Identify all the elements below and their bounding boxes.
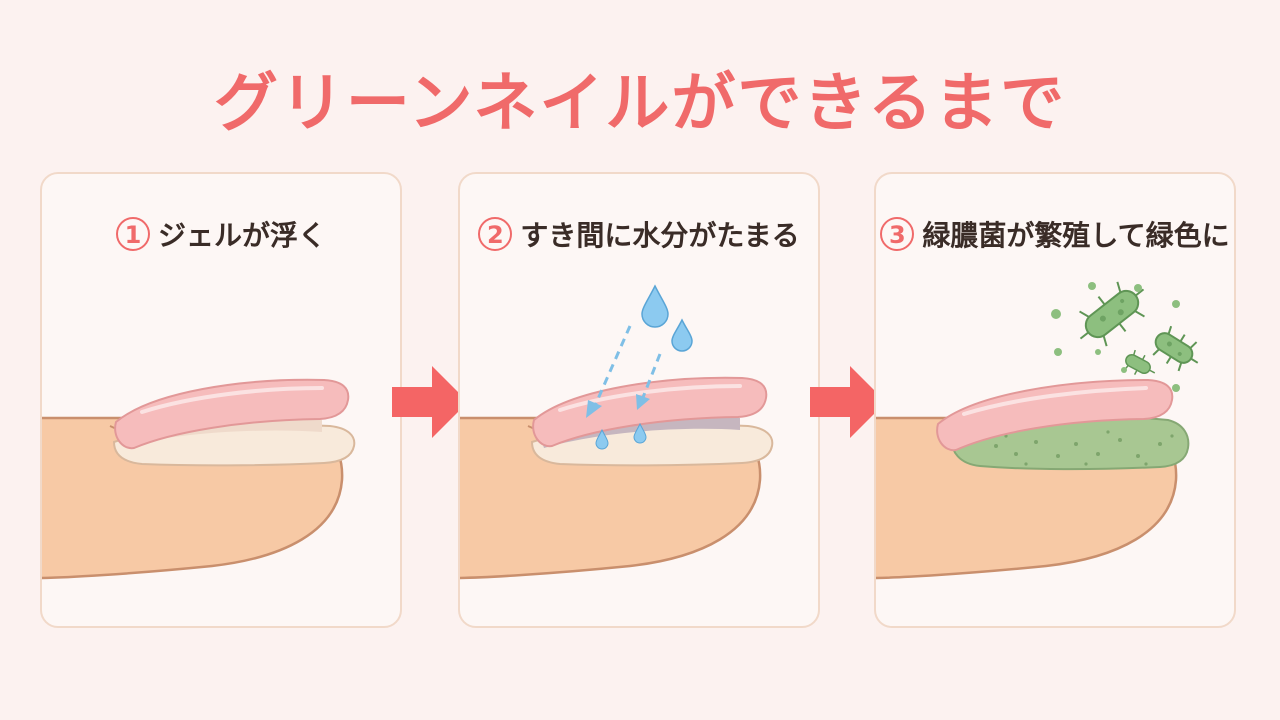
water-drop-icon — [641, 284, 669, 328]
bacteria-spots — [994, 430, 1174, 466]
page-title: グリーンネイルができるまで — [213, 67, 1067, 141]
moisture-gap — [540, 416, 740, 448]
step-number-1: 1 — [115, 217, 150, 251]
step-label-3: 緑膿菌が繁殖して緑色に — [922, 219, 1230, 252]
water-drop-icon — [671, 318, 693, 352]
bacteria-particles — [1051, 282, 1180, 392]
step-number-2: 2 — [478, 217, 513, 251]
arrowhead — [586, 400, 602, 418]
lifted-gel — [114, 378, 350, 450]
finger-illustration-1 — [42, 378, 356, 580]
step-label-1: ジェルが浮く — [157, 219, 326, 252]
bacteria-icon — [1152, 325, 1199, 372]
water-path-arrow — [592, 325, 632, 409]
gel-highlight — [140, 386, 324, 414]
water-drop-icon — [595, 428, 609, 450]
arrow-right-icon — [810, 366, 886, 438]
bacteria-icon — [1124, 349, 1156, 376]
lifted-gel — [936, 378, 1174, 452]
step-number-3: 3 — [880, 217, 915, 251]
arrowhead — [636, 394, 650, 410]
step-label-2: すき間に水分がたまる — [520, 219, 800, 252]
lifted-gel — [532, 376, 768, 448]
arrow-right-icon — [392, 366, 468, 438]
bacteria-icon — [1079, 281, 1145, 347]
water-drop-icon — [633, 422, 647, 444]
gel-gap — [122, 417, 322, 446]
finger-illustration-2 — [460, 284, 774, 580]
finger-illustration-3 — [876, 281, 1199, 580]
gel-highlight — [558, 384, 742, 412]
gel-highlight — [962, 386, 1148, 416]
